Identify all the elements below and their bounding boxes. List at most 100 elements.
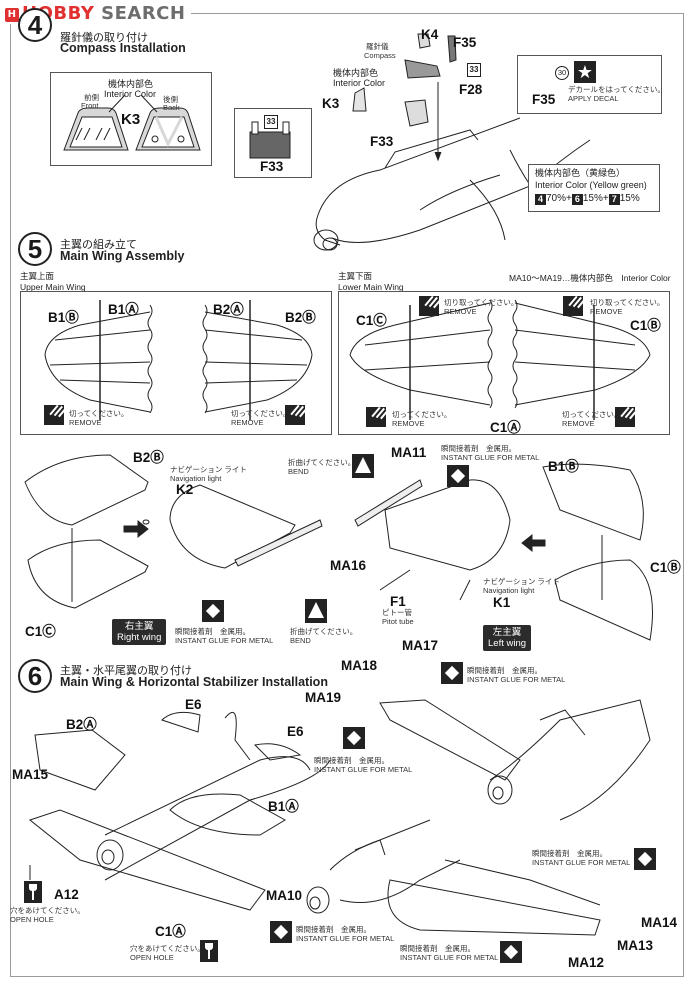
part-c1b-sub: C1Ⓑ <box>650 560 681 575</box>
step-4-title-jp: 羅針儀の取り付け <box>60 31 148 44</box>
glue-label-jp: 瞬間接着剤 金属用。 <box>532 849 607 858</box>
interior-color-main-jp: 機体内部色 <box>333 68 379 78</box>
part-b2a: B2Ⓐ <box>213 302 244 317</box>
page-frame <box>10 13 684 977</box>
open-hole-label-en: OPEN HOLE <box>10 915 54 924</box>
instant-glue-icon <box>202 600 224 622</box>
glue-label-en: INSTANT GLUE FOR METAL <box>467 675 566 684</box>
glue-label-en: INSTANT GLUE FOR METAL <box>441 453 540 462</box>
part-f28: F28 <box>459 82 483 97</box>
part-k1: K1 <box>493 595 511 610</box>
cut-off-icon <box>419 296 439 316</box>
glue-label-jp: 瞬間接着剤 金属用。 <box>314 756 389 765</box>
decal-33: 33 <box>264 115 278 129</box>
upper-wing-label-jp: 主翼上面 <box>20 271 55 281</box>
cutoff-label-en: REMOVE <box>444 307 477 316</box>
bend-label-en: BEND <box>288 467 309 476</box>
step-6-number: 6 <box>18 659 52 693</box>
cutoff-label-jp: 切り取ってください。 <box>444 298 519 307</box>
part-f33-main: F33 <box>370 134 394 149</box>
glue-label-en: INSTANT GLUE FOR METAL <box>400 953 499 962</box>
part-f1: F1 <box>390 594 406 609</box>
part-ma14: MA14 <box>641 915 678 930</box>
remove-label-en: REMOVE <box>392 419 425 428</box>
aircraft-drawing-right <box>307 700 650 935</box>
part-b2a-step6: B2Ⓐ <box>66 717 97 732</box>
aircraft-drawing-left <box>30 712 330 910</box>
glue-label-en: INSTANT GLUE FOR METAL <box>296 934 395 943</box>
nav-light-label-en: Navigation light <box>170 474 222 483</box>
step-5-number: 5 <box>18 232 52 266</box>
back-label-jp: 後側 <box>163 95 178 104</box>
part-c1b: C1Ⓑ <box>630 318 661 333</box>
interior-color-note: MA10～MA19…機体内部色 Interior Color <box>509 273 671 283</box>
glue-label-en: INSTANT GLUE FOR METAL <box>532 858 631 867</box>
nav-light-label-jp: ナビゲーション ライト <box>483 577 560 586</box>
back-label-en: Back <box>163 103 180 112</box>
part-ma17: MA17 <box>402 638 439 653</box>
k3-back-part-drawing <box>136 108 200 150</box>
decal-number-30: 30 <box>555 66 569 80</box>
glue-label-jp: 瞬間接着剤 金属用。 <box>441 444 516 453</box>
part-e6-right: E6 <box>287 724 304 739</box>
open-hole-icon <box>200 940 218 962</box>
fuselage-drawing-step4 <box>314 34 590 250</box>
part-ma12: MA12 <box>568 955 605 970</box>
paint-4-icon: 4 <box>535 194 546 205</box>
glue-label-jp: 瞬間接着剤 金属用。 <box>467 666 542 675</box>
cut-off-icon <box>563 296 583 316</box>
lower-wing-label-jp: 主翼下面 <box>338 271 373 281</box>
instant-glue-icon <box>634 848 656 870</box>
part-b1a: B1Ⓐ <box>108 302 139 317</box>
interior-color-main-en: Interior Color <box>333 78 386 88</box>
glue-label-jp: 瞬間接着剤 金属用。 <box>175 627 250 636</box>
part-c1a-step6: C1Ⓐ <box>155 924 186 939</box>
nav-light-label-en: Navigation light <box>483 586 535 595</box>
remove-label-jp: 切ってください。 <box>562 410 622 419</box>
k3-front-part-drawing <box>64 108 128 150</box>
cutoff-label-en: REMOVE <box>590 307 623 316</box>
color-mix-title-jp: 機体内部色（黄緑色） <box>535 168 626 178</box>
pitot-label-en: Pitot tube <box>382 617 414 626</box>
compass-label-en: Compass <box>364 51 396 60</box>
part-k3: K3 <box>121 111 141 128</box>
part-ma18: MA18 <box>341 658 378 673</box>
interior-color-en: Interior Color <box>104 89 157 99</box>
open-hole-label-en: OPEN HOLE <box>130 953 174 962</box>
decal-instruction-box: F35 30 ★ デカールをはってください。 APPLY DECAL <box>517 55 665 114</box>
step-5-title-jp: 主翼の組み立て <box>60 238 137 251</box>
part-b2b-sub: B2Ⓑ <box>133 450 164 465</box>
bend-label-en: BEND <box>290 636 311 645</box>
glue-label-en: INSTANT GLUE FOR METAL <box>175 636 274 645</box>
paint-7-icon: 7 <box>608 194 620 205</box>
step-6-title-en: Main Wing & Horizontal Stabilizer Instal… <box>60 675 328 689</box>
interior-color-jp: 機体内部色 <box>108 79 154 89</box>
glue-label-jp: 瞬間接着剤 金属用。 <box>400 944 475 953</box>
bend-icon <box>352 454 374 478</box>
apply-decal-jp: デカールをはってください。 <box>568 85 665 94</box>
upper-wing-box <box>20 291 332 435</box>
open-hole-label-jp: 穴をあけてください。 <box>10 906 85 915</box>
lower-wing-box <box>338 291 670 435</box>
remove-label-jp: 切ってください。 <box>231 409 291 418</box>
front-label-en: Front <box>81 101 99 110</box>
part-c1a: C1Ⓐ <box>490 420 521 435</box>
part-e6-left: E6 <box>185 697 202 712</box>
part-a12: A12 <box>54 887 79 902</box>
remove-label-en: REMOVE <box>231 418 264 427</box>
front-label-jp: 前側 <box>84 93 99 102</box>
instant-glue-icon <box>270 921 292 943</box>
remove-label-en: REMOVE <box>562 419 595 428</box>
decal-33-main: 33 <box>467 63 481 77</box>
color-mix-box: 機体内部色（黄緑色） Interior Color (Yellow green)… <box>528 164 660 212</box>
glue-label-en: INSTANT GLUE FOR METAL <box>314 765 413 774</box>
part-ma15: MA15 <box>12 767 49 782</box>
upper-wing-label-en: Upper Main Wing <box>20 282 86 292</box>
part-k3-main: K3 <box>322 96 340 111</box>
part-c1c: C1Ⓒ <box>356 313 387 328</box>
step-4-title-en: Compass Installation <box>60 41 186 55</box>
instant-glue-icon <box>343 727 365 749</box>
